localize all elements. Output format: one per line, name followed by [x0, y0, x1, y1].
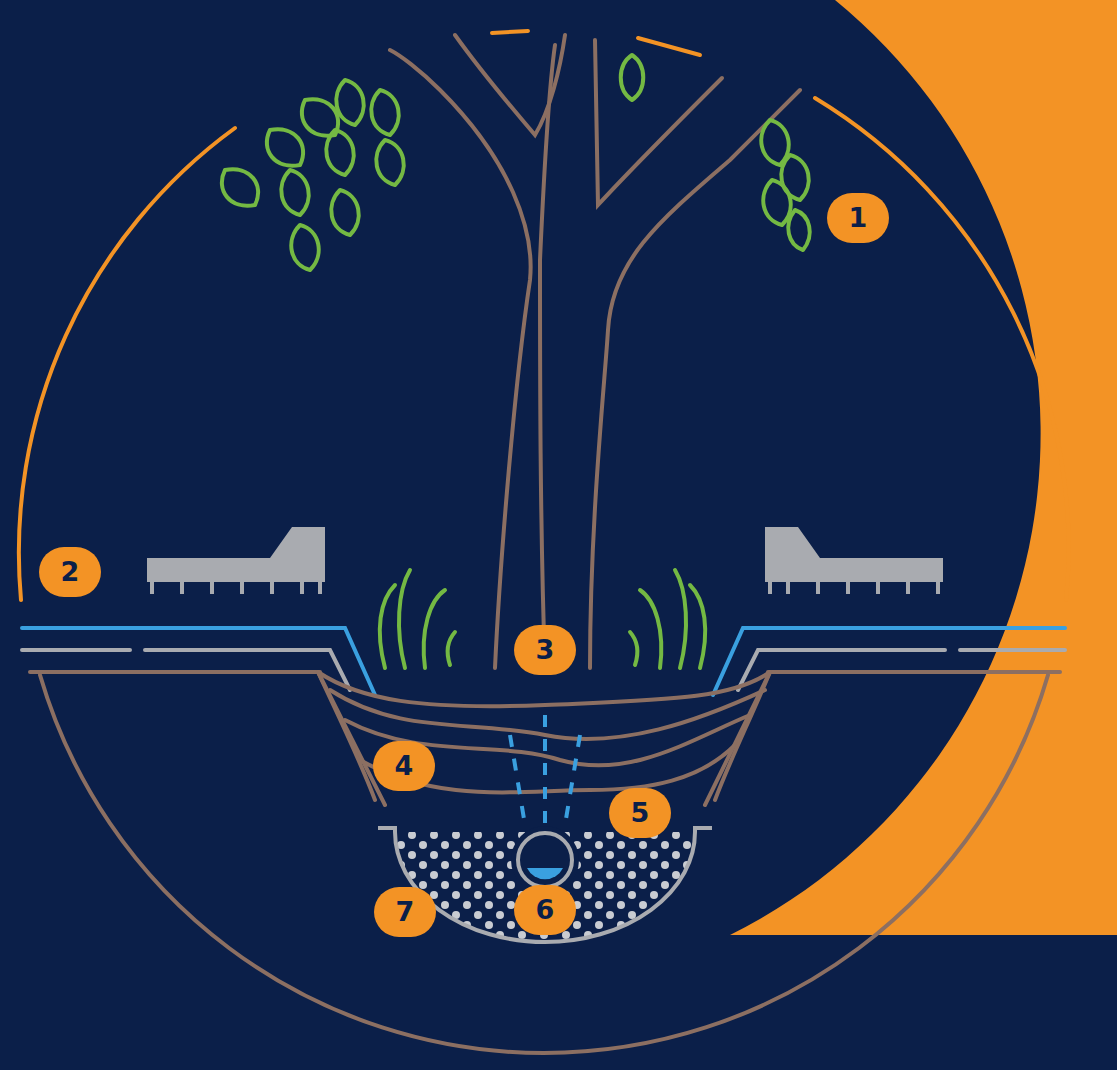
tree: [390, 35, 800, 668]
callout-number: 5: [609, 788, 671, 838]
callout-number: 1: [827, 193, 889, 243]
water-infiltration: [510, 715, 580, 830]
callout-number: 2: [39, 547, 101, 597]
pipe-gap: [511, 826, 579, 894]
orange-wedge: [730, 0, 1117, 935]
permeable-pavers: [147, 527, 943, 582]
callout-number: 7: [374, 887, 436, 937]
callout-number: 4: [373, 741, 435, 791]
pipe-water: [527, 868, 563, 879]
paver-legs: [152, 580, 938, 594]
circle-frame: [19, 31, 1069, 1053]
soil-layers: [318, 672, 770, 805]
leaves: [222, 55, 810, 270]
callout-number: 3: [514, 625, 576, 675]
callout-number: 6: [514, 885, 576, 935]
underdrain-pipe: [518, 833, 572, 887]
